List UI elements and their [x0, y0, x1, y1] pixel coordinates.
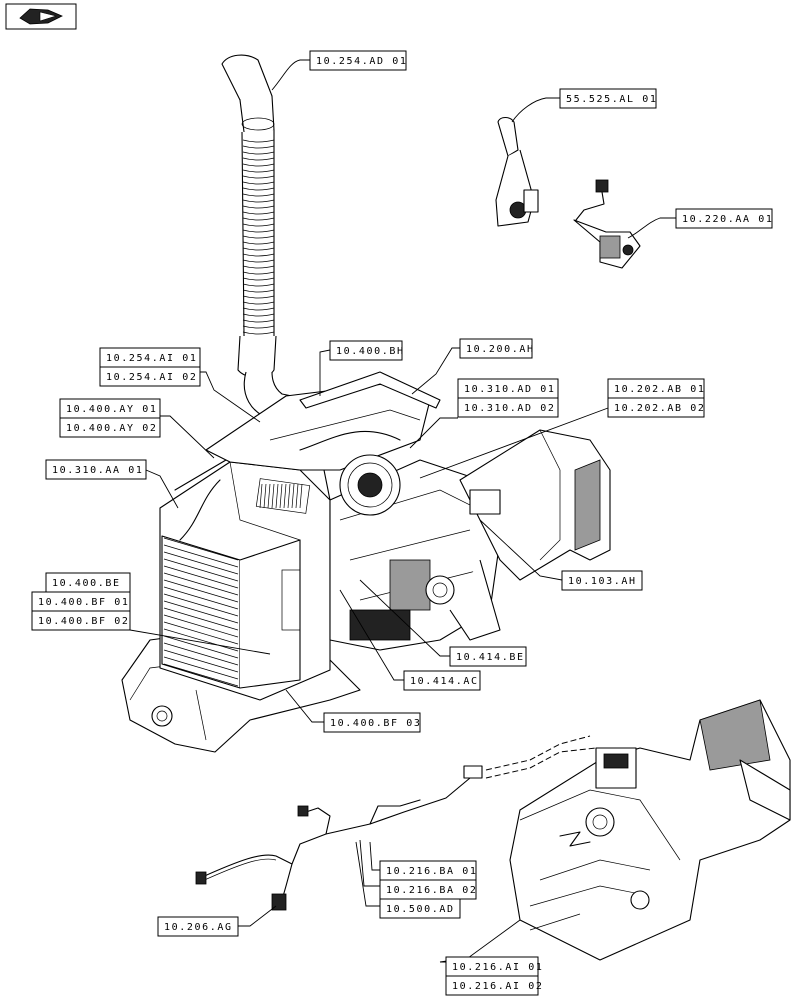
callout-text: 10.202.AB 01 [614, 384, 705, 395]
callout-text: 10.414.BE [456, 652, 525, 663]
callout-text: 10.254.AI 01 [106, 353, 197, 364]
callout-be400[interactable]: 10.400.BE [45, 572, 131, 593]
callout-ba2[interactable]: 10.216.BA 02 [379, 879, 477, 900]
callout-ag206[interactable]: 10.206.AG [157, 916, 239, 937]
callout-text: 10.216.BA 02 [386, 885, 477, 896]
callout-ai216a[interactable]: 10.216.AI 01 [445, 956, 543, 977]
callout-ad310b[interactable]: 10.310.AD 02 [457, 397, 559, 418]
callout-ah103[interactable]: 10.103.AH [561, 570, 643, 591]
callout-ai2[interactable]: 10.254.AI 02 [99, 366, 201, 387]
exhaust-pipe-drawing [221, 54, 303, 421]
callout-text: 10.400.BE [52, 578, 121, 589]
callout-text: 55.525.AL 01 [566, 94, 657, 105]
callout-ab202a[interactable]: 10.202.AB 01 [607, 378, 705, 399]
callout-bf3[interactable]: 10.400.BF 03 [323, 712, 421, 733]
callout-text: 10.400.AY 02 [66, 423, 157, 434]
callout-text: 10.400.AY 01 [66, 404, 157, 415]
direction-arrow-icon[interactable] [5, 3, 77, 30]
callout-exhaust[interactable]: 10.254.AD 01 [309, 50, 407, 71]
callout-labels: 10.254.AD 01 55.525.AL 01 10.220.AA 01 10.2… [31, 50, 773, 996]
callout-aa310[interactable]: 10.310.AA 01 [45, 459, 147, 480]
radiator-core [163, 537, 239, 687]
callout-bf2[interactable]: 10.400.BF 02 [31, 610, 131, 631]
callout-be414[interactable]: 10.414.BE [449, 646, 527, 667]
hand-throttle-drawing [573, 179, 641, 269]
callout-bh[interactable]: 10.400.BH [329, 340, 405, 361]
engine-assembly-drawing [121, 371, 611, 753]
callout-text: 10.206.AG [164, 922, 233, 933]
callout-text: 10.220.AA 01 [682, 214, 773, 225]
callout-ba1[interactable]: 10.216.BA 01 [379, 860, 477, 881]
callout-text: 10.103.AH [568, 576, 637, 587]
callout-text: 10.500.AD [386, 904, 455, 915]
callout-text: 10.414.AC [410, 676, 479, 687]
wiring-harness-drawing [195, 735, 597, 911]
callout-text: 10.310.AD 01 [464, 384, 555, 395]
callout-ay2[interactable]: 10.400.AY 02 [59, 417, 161, 438]
callout-ai216b[interactable]: 10.216.AI 02 [445, 975, 543, 996]
callout-text: 10.200.AH [466, 344, 535, 355]
callout-text: 10.310.AD 02 [464, 403, 555, 414]
air-intake-grille [259, 483, 303, 509]
exhaust-flex-hose [242, 139, 275, 335]
callout-text: 10.202.AB 02 [614, 403, 705, 414]
fuel-tank-drawing [509, 699, 791, 961]
callout-text: 10.254.AI 02 [106, 372, 197, 383]
callout-text: 10.216.AI 01 [452, 962, 543, 973]
callout-text: 10.400.BH [336, 346, 405, 357]
callout-bf1[interactable]: 10.400.BF 01 [31, 591, 131, 612]
callout-ad500[interactable]: 10.500.AD [379, 898, 461, 919]
callout-ac414[interactable]: 10.414.AC [403, 670, 481, 691]
callout-ah200[interactable]: 10.200.AH [459, 338, 535, 359]
callout-ai1[interactable]: 10.254.AI 01 [99, 347, 201, 368]
callout-text: 10.400.BF 02 [38, 616, 129, 627]
callout-text: 10.400.BF 01 [38, 597, 129, 608]
callout-text: 10.254.AD 01 [316, 56, 407, 67]
leader-lines [129, 59, 676, 963]
callout-ay1[interactable]: 10.400.AY 01 [59, 398, 161, 419]
callout-ab202b[interactable]: 10.202.AB 02 [607, 397, 705, 418]
callout-text: 10.400.BF 03 [330, 718, 421, 729]
accelerator-pedal-drawing [495, 116, 539, 227]
callout-throttle[interactable]: 10.220.AA 01 [675, 208, 773, 229]
callout-text: 10.216.BA 01 [386, 866, 477, 877]
callout-text: 10.216.AI 02 [452, 981, 543, 992]
callout-ad310a[interactable]: 10.310.AD 01 [457, 378, 559, 399]
callout-pedal[interactable]: 55.525.AL 01 [559, 88, 657, 109]
callout-text: 10.310.AA 01 [52, 465, 143, 476]
